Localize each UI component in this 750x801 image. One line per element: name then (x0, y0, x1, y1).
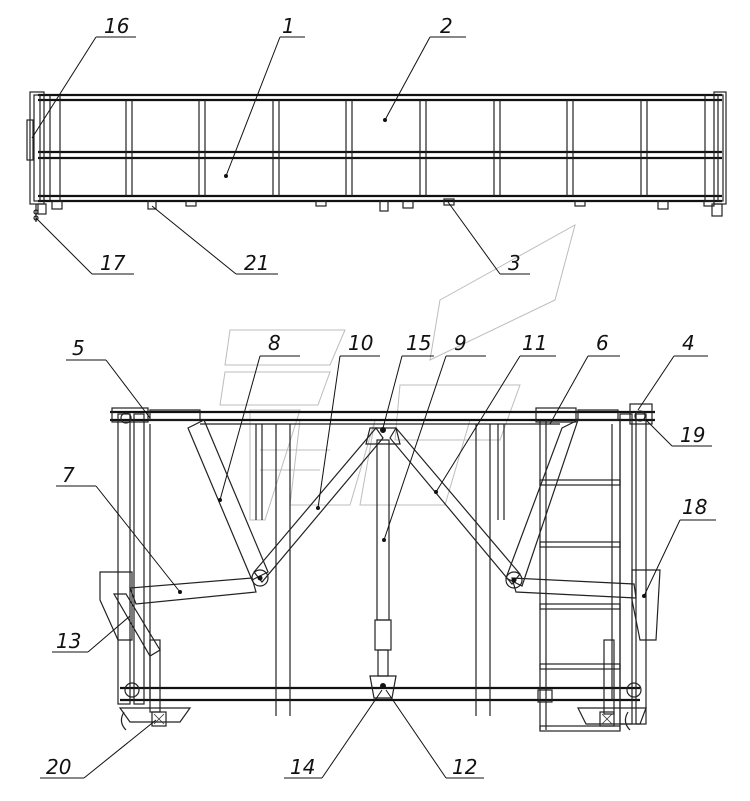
callout-14: 14 (290, 755, 315, 779)
callout-labels: 16 1 2 17 21 3 5 8 10 15 9 11 6 4 19 7 1… (46, 14, 707, 779)
callout-9: 9 (454, 331, 467, 355)
callout-15: 15 (406, 331, 431, 355)
callout-20: 20 (46, 755, 71, 779)
callout-13: 13 (56, 629, 81, 653)
callout-2: 2 (440, 14, 453, 38)
callout-18: 18 (682, 495, 707, 519)
callout-3: 3 (508, 251, 521, 275)
callout-10: 10 (348, 331, 373, 355)
callout-11: 11 (522, 331, 547, 355)
callout-1: 1 (282, 14, 295, 38)
callout-4: 4 (682, 331, 695, 355)
callout-8: 8 (268, 331, 281, 355)
leader-lines (31, 36, 716, 779)
callout-5: 5 (72, 336, 85, 360)
front-view-assembly (99, 403, 661, 732)
top-view-frame (26, 91, 727, 222)
callout-19: 19 (680, 423, 705, 447)
callout-12: 12 (452, 755, 477, 779)
callout-21: 21 (244, 251, 269, 275)
callout-6: 6 (596, 331, 609, 355)
callout-7: 7 (62, 463, 75, 487)
callout-16: 16 (104, 14, 129, 38)
callout-17: 17 (100, 251, 126, 275)
